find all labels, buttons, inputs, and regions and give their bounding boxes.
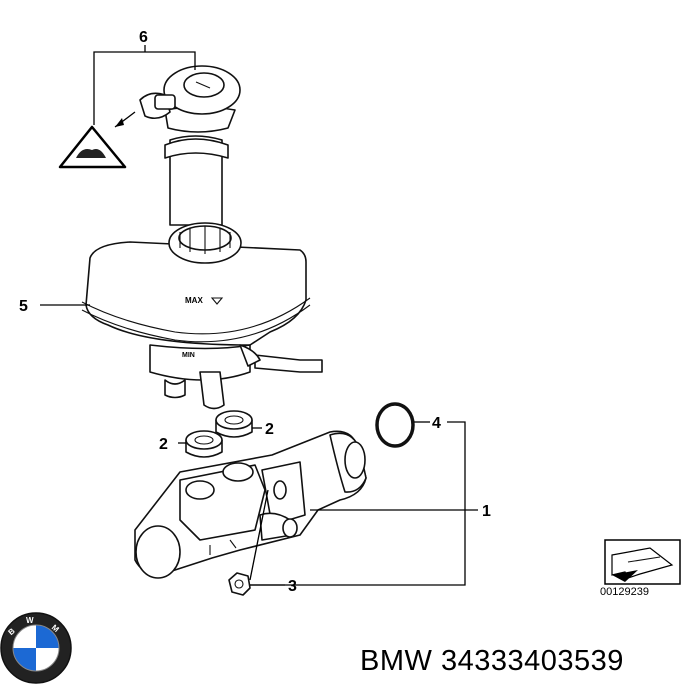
svg-text:M: M <box>50 623 61 634</box>
fluid-reservoir: MAX MIN <box>81 222 323 410</box>
callout-5: 5 <box>19 298 28 315</box>
seal-grommets <box>185 410 253 458</box>
o-ring <box>375 402 415 448</box>
warning-triangle-icon <box>58 111 136 169</box>
callout-2-right: 2 <box>265 421 274 438</box>
master-cylinder <box>134 430 367 579</box>
part-caption: BMW 34333403539 <box>360 645 624 678</box>
bmw-logo-icon: W B M <box>0 612 72 684</box>
callout-6: 6 <box>139 29 148 46</box>
callout-3: 3 <box>288 578 297 595</box>
brand-name: BMW <box>360 645 433 677</box>
diagram-code: 00129239 <box>600 586 649 598</box>
min-mark: MIN <box>182 352 195 359</box>
hex-nut <box>228 572 251 596</box>
callout-4: 4 <box>432 415 441 432</box>
direction-arrow-icon <box>604 539 681 585</box>
svg-text:W: W <box>26 616 34 625</box>
callout-1: 1 <box>482 503 491 520</box>
part-number: 34333403539 <box>440 645 624 677</box>
callout-2-left: 2 <box>159 436 168 453</box>
svg-text:B: B <box>6 626 16 637</box>
max-mark: MAX <box>185 296 203 305</box>
reservoir-cap <box>139 65 241 226</box>
